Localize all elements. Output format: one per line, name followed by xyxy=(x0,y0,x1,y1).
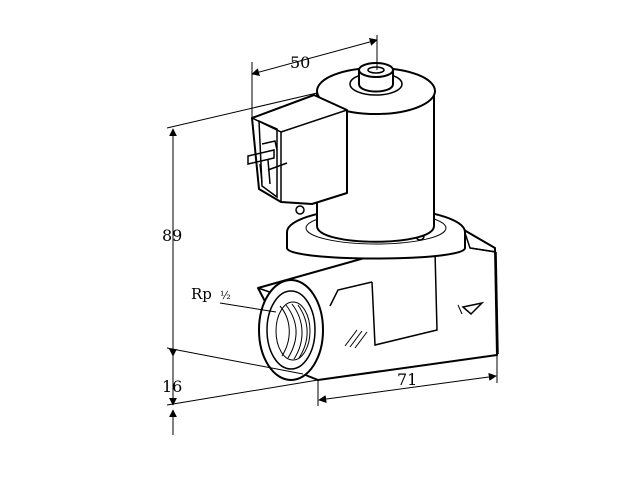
dimension-50-label: 50 xyxy=(290,53,310,72)
valve-body xyxy=(257,229,499,381)
dimension-16-label: 16 xyxy=(162,377,182,396)
dimension-bottom: 16 xyxy=(162,356,319,435)
dimension-height: 89 xyxy=(162,92,318,375)
dimension-length: 71 xyxy=(317,355,498,406)
port-size-value: ½ xyxy=(220,289,231,302)
port-label: Rp xyxy=(191,285,212,303)
dimension-71-label: 71 xyxy=(397,370,417,389)
port-size-label: Rp ½ xyxy=(191,285,277,313)
connector-box xyxy=(247,94,348,205)
dimension-89-label: 89 xyxy=(162,226,182,245)
